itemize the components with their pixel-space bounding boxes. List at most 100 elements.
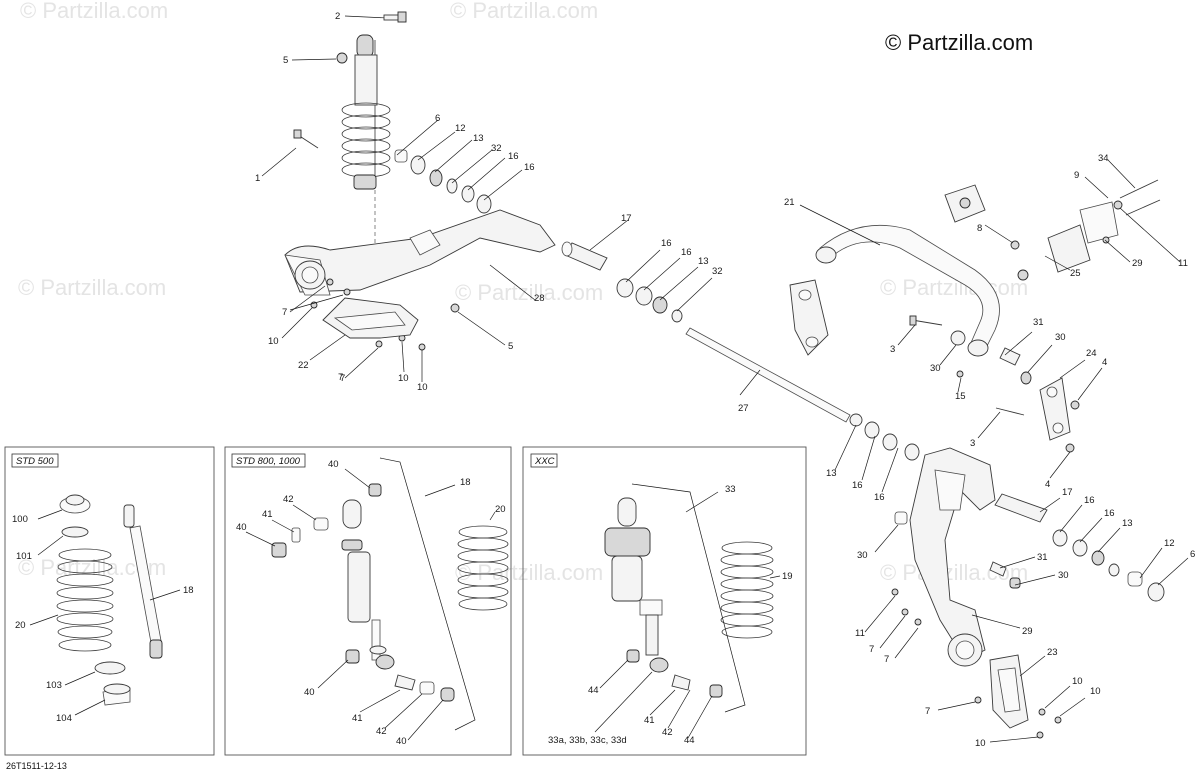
callout: 33a, 33b, 33c, 33d — [548, 735, 627, 746]
box-label-xxc: XXC — [534, 456, 555, 467]
callout: 33 — [725, 484, 736, 495]
brand-logo: © Partzilla.com — [885, 30, 1033, 55]
box-std800: STD 800, 1000 — [224, 446, 512, 756]
bushing-stack-mid — [616, 249, 713, 323]
callout: 28 — [534, 293, 545, 304]
callout: 20 — [495, 504, 506, 515]
skid-plate-22 — [309, 297, 419, 361]
callout: 4 — [1045, 479, 1050, 490]
callout: 22 — [298, 360, 309, 371]
callout: 5 — [508, 341, 513, 352]
callout: 10 — [268, 336, 279, 347]
callout: 5 — [283, 55, 288, 66]
callout: 30 — [1055, 332, 1066, 343]
callout: 12 — [1164, 538, 1175, 549]
callout: 13 — [698, 256, 709, 267]
callout: 29 — [1132, 258, 1143, 269]
callout: 27 — [738, 403, 749, 414]
callout: 18 — [183, 585, 194, 596]
sleeve-17-lower — [994, 493, 1061, 523]
callout: 30 — [930, 363, 941, 374]
box-xxc: XXC — [522, 446, 807, 756]
callout: 42 — [662, 727, 673, 738]
callout: 16 — [524, 162, 535, 173]
watermark: © Partzilla.com — [455, 280, 603, 305]
callout: 3 — [970, 438, 975, 449]
callout: 20 — [15, 620, 26, 631]
callout: 42 — [283, 494, 294, 505]
torsion-shaft-27 — [685, 327, 851, 423]
callout: 13 — [826, 468, 837, 479]
callout: 32 — [491, 143, 502, 154]
callout: 10 — [975, 738, 986, 749]
callout: 29 — [1022, 626, 1033, 637]
bolt-1 — [261, 129, 319, 177]
callout: 12 — [455, 123, 466, 134]
callout: 21 — [784, 197, 795, 208]
watermark: © Partzilla.com — [450, 0, 598, 23]
box-label-std800: STD 800, 1000 — [236, 456, 301, 467]
callout: 13 — [1122, 518, 1133, 529]
callout: 23 — [1047, 647, 1058, 658]
box-std500: STD 500 — [4, 446, 215, 756]
callout: 100 — [12, 514, 28, 525]
callout: 40 — [304, 687, 315, 698]
callout: 40 — [396, 736, 407, 747]
lower-right-fasteners — [864, 511, 1056, 659]
link-24 — [977, 359, 1103, 479]
callout: 17 — [621, 213, 632, 224]
bolt-2 — [344, 11, 407, 23]
watermark: © Partzilla.com — [18, 275, 166, 300]
callout: 40 — [236, 522, 247, 533]
callout: 10 — [398, 373, 409, 384]
callout: 101 — [16, 551, 32, 562]
callout: 41 — [644, 715, 655, 726]
callout: 104 — [56, 713, 72, 724]
callout: 11 — [1178, 258, 1188, 269]
callout: 41 — [262, 509, 273, 520]
sway-bar-21 — [799, 204, 1000, 357]
callout: 8 — [977, 223, 982, 234]
callout: 44 — [684, 735, 695, 746]
bushing-stack-lower-right — [1052, 504, 1189, 602]
callout: 30 — [1058, 570, 1069, 581]
watermark: © Partzilla.com — [880, 560, 1028, 585]
callout: 16 — [508, 151, 519, 162]
callout: 7 — [282, 307, 287, 318]
callout: 7 — [869, 644, 874, 655]
callout: 16 — [681, 247, 692, 258]
callout: 7 — [340, 373, 345, 384]
callout: 44 — [588, 685, 599, 696]
bushing-stack-lower-mid — [834, 413, 920, 493]
nut-5-top — [291, 52, 348, 64]
right-upper-fasteners — [897, 315, 1053, 393]
callout-labels: 2 5 1 6 12 13 32 16 16 17 28 7 7 10 22 7… — [12, 11, 1195, 749]
callout: 16 — [1104, 508, 1115, 519]
callout: 30 — [857, 550, 868, 561]
callout: 1 — [255, 173, 260, 184]
callout: 42 — [376, 726, 387, 737]
document-id: 26T1511-12-13 — [6, 761, 67, 771]
sleeve-17-upper — [561, 219, 629, 271]
link-bracket-upper — [789, 279, 829, 356]
watermark: © Partzilla.com — [20, 0, 168, 23]
callout: 103 — [46, 680, 62, 691]
callout: 18 — [460, 477, 471, 488]
callout: 9 — [1074, 170, 1079, 181]
main-shock-absorber — [341, 34, 391, 250]
callout: 31 — [1037, 552, 1048, 563]
watermark-layer: © Partzilla.com © Partzilla.com © Partzi… — [18, 0, 1028, 585]
callout: 24 — [1086, 348, 1097, 359]
callout: 4 — [1102, 357, 1107, 368]
callout: 32 — [712, 266, 723, 277]
callout: 6 — [435, 113, 440, 124]
a-arm-29 — [909, 447, 1021, 667]
callout: 7 — [338, 372, 343, 383]
callout: 16 — [1084, 495, 1095, 506]
callout: 31 — [1033, 317, 1044, 328]
bushing-stack-upper — [394, 119, 523, 214]
callout: 16 — [874, 492, 885, 503]
watermark: © Partzilla.com — [455, 560, 603, 585]
callout: 17 — [1062, 487, 1073, 498]
